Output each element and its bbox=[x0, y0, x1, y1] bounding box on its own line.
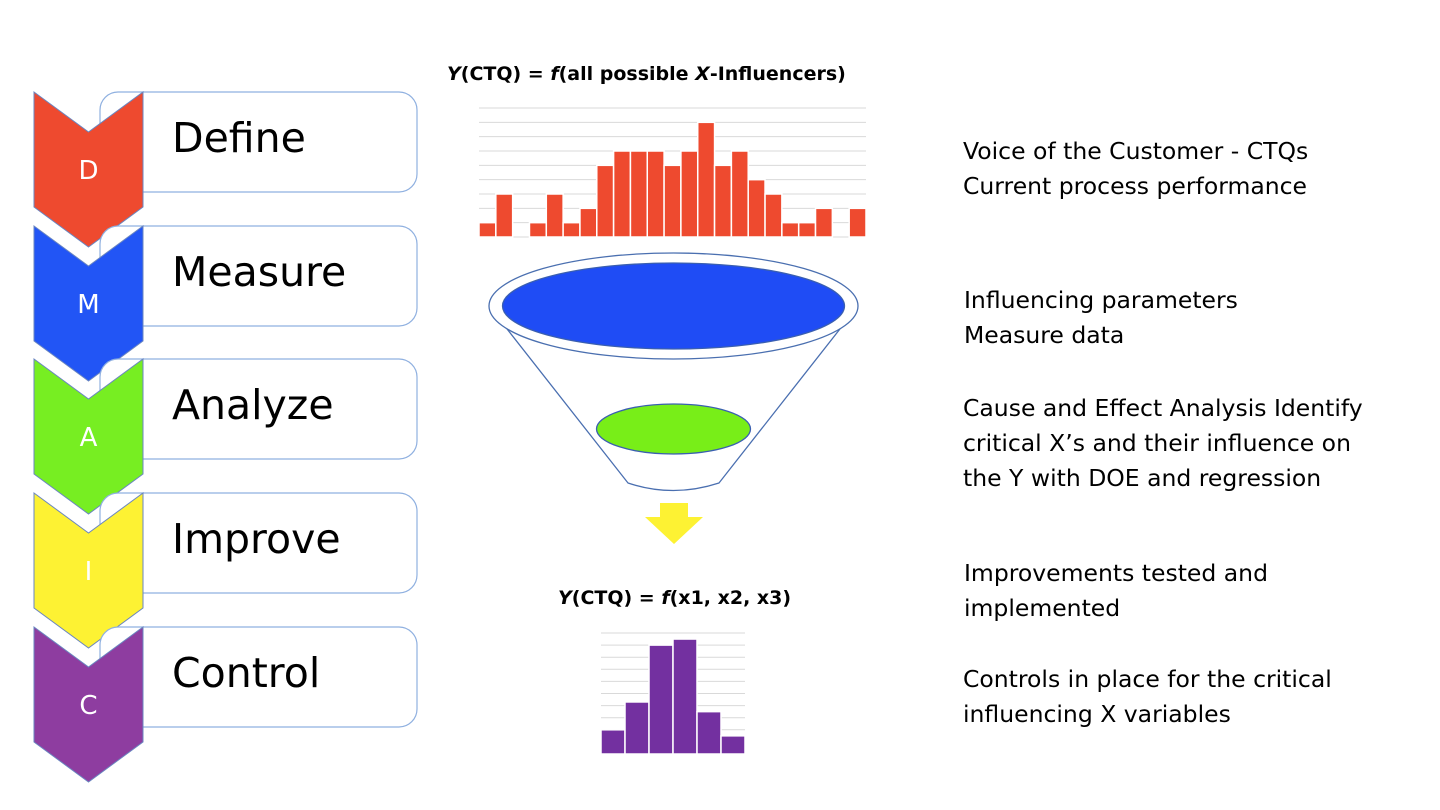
phase-letter: D bbox=[78, 156, 98, 186]
description-line: the Y with DOE and regression bbox=[963, 464, 1322, 492]
histogram-bar bbox=[663, 164, 682, 238]
phase-letter: C bbox=[79, 691, 97, 721]
phase-chevron bbox=[33, 91, 144, 248]
description-line: Current process performance bbox=[963, 172, 1308, 200]
histogram-bar bbox=[478, 221, 497, 238]
description-line: implemented bbox=[964, 594, 1121, 622]
histogram-bar bbox=[528, 221, 548, 238]
formula-args: (x1, x2, x3) bbox=[669, 587, 792, 609]
histogram-bar bbox=[562, 221, 581, 238]
description-line: Measure data bbox=[964, 321, 1125, 349]
funnel bbox=[488, 252, 859, 492]
phase-label-analyze: Analyze bbox=[172, 381, 334, 429]
histogram-bar bbox=[696, 121, 716, 238]
funnel-top-surface bbox=[501, 262, 846, 350]
phase-chevrons: D M A I C bbox=[33, 91, 418, 783]
description-line: critical X’s and their influence on bbox=[963, 429, 1351, 457]
histogram-bars bbox=[600, 638, 746, 755]
description-improve: Improvements tested and implemented bbox=[964, 556, 1268, 626]
histogram-bar bbox=[713, 164, 733, 238]
description-define: Voice of the Customer - CTQs Current pro… bbox=[963, 134, 1308, 204]
formula-critical-x: Y(CTQ) = f(x1, x2, x3) bbox=[558, 587, 791, 609]
histogram-bar bbox=[596, 164, 615, 238]
phase-measure: M bbox=[33, 225, 418, 382]
formula-f: f bbox=[661, 587, 670, 609]
description-line: Cause and Effect Analysis Identify bbox=[963, 394, 1363, 422]
histogram-bar bbox=[672, 638, 698, 755]
histogram-bar bbox=[747, 178, 766, 238]
phase-analyze: A bbox=[33, 358, 418, 515]
down-arrow-icon bbox=[645, 503, 703, 544]
formula-x: X bbox=[695, 63, 710, 85]
description-line: influencing X variables bbox=[963, 700, 1231, 728]
histogram-bar bbox=[612, 150, 632, 238]
formula-y: Y bbox=[558, 587, 572, 609]
description-analyze: Cause and Effect Analysis Identify criti… bbox=[963, 391, 1363, 496]
histogram-bar bbox=[696, 710, 722, 755]
formula-f: f bbox=[550, 63, 559, 85]
phase-chevron bbox=[33, 492, 144, 649]
formula-y: Y bbox=[447, 63, 461, 85]
phase-control: C bbox=[33, 626, 418, 783]
histogram-bar bbox=[600, 729, 626, 755]
histogram-bar bbox=[720, 735, 746, 755]
histogram-bar bbox=[848, 207, 867, 238]
histogram-bar bbox=[579, 207, 598, 238]
formula-args-rest: -Influencers) bbox=[709, 63, 846, 85]
histogram-bar bbox=[495, 193, 514, 238]
phase-improve: I bbox=[33, 492, 418, 649]
phase-chevron bbox=[33, 225, 144, 382]
description-line: Voice of the Customer - CTQs bbox=[963, 137, 1309, 165]
formula-ctq: (CTQ) = bbox=[571, 587, 662, 609]
phase-letter: M bbox=[77, 290, 99, 320]
histogram-bar bbox=[797, 221, 817, 238]
histogram-bar bbox=[629, 150, 649, 238]
histogram-bar bbox=[680, 150, 699, 238]
histogram-bars bbox=[478, 121, 867, 238]
phase-letter: A bbox=[80, 423, 98, 453]
phase-label-measure: Measure bbox=[172, 248, 347, 296]
histogram-bar bbox=[545, 193, 564, 238]
phase-chevron bbox=[33, 358, 144, 515]
formula-all-influencers: Y(CTQ) = f(all possible X-Influencers) bbox=[447, 63, 846, 85]
phase-label-define: Define bbox=[172, 114, 306, 162]
histogram-bar bbox=[814, 207, 834, 238]
phase-define: D bbox=[33, 91, 418, 248]
histogram-bar bbox=[648, 644, 674, 755]
histogram-critical-x bbox=[600, 632, 746, 755]
histogram-bar bbox=[646, 150, 665, 238]
description-line: Influencing parameters bbox=[964, 286, 1238, 314]
description-line: Controls in place for the critical bbox=[963, 665, 1332, 693]
formula-args-open: (all possible bbox=[558, 63, 696, 85]
phase-chevron bbox=[33, 626, 144, 783]
phase-label-control: Control bbox=[172, 649, 321, 697]
histogram-bar bbox=[624, 701, 650, 755]
phase-letter: I bbox=[85, 557, 93, 587]
description-control: Controls in place for the critical influ… bbox=[963, 662, 1332, 732]
histogram-all-influencers bbox=[478, 107, 867, 238]
phase-label-improve: Improve bbox=[172, 515, 341, 563]
histogram-bar bbox=[764, 193, 783, 238]
histogram-bar bbox=[730, 150, 749, 238]
funnel-inner-surface bbox=[595, 403, 752, 455]
description-measure: Influencing parameters Measure data bbox=[964, 283, 1238, 353]
formula-ctq: (CTQ) = bbox=[460, 63, 551, 85]
description-line: Improvements tested and bbox=[964, 559, 1268, 587]
histogram-bar bbox=[781, 221, 800, 238]
